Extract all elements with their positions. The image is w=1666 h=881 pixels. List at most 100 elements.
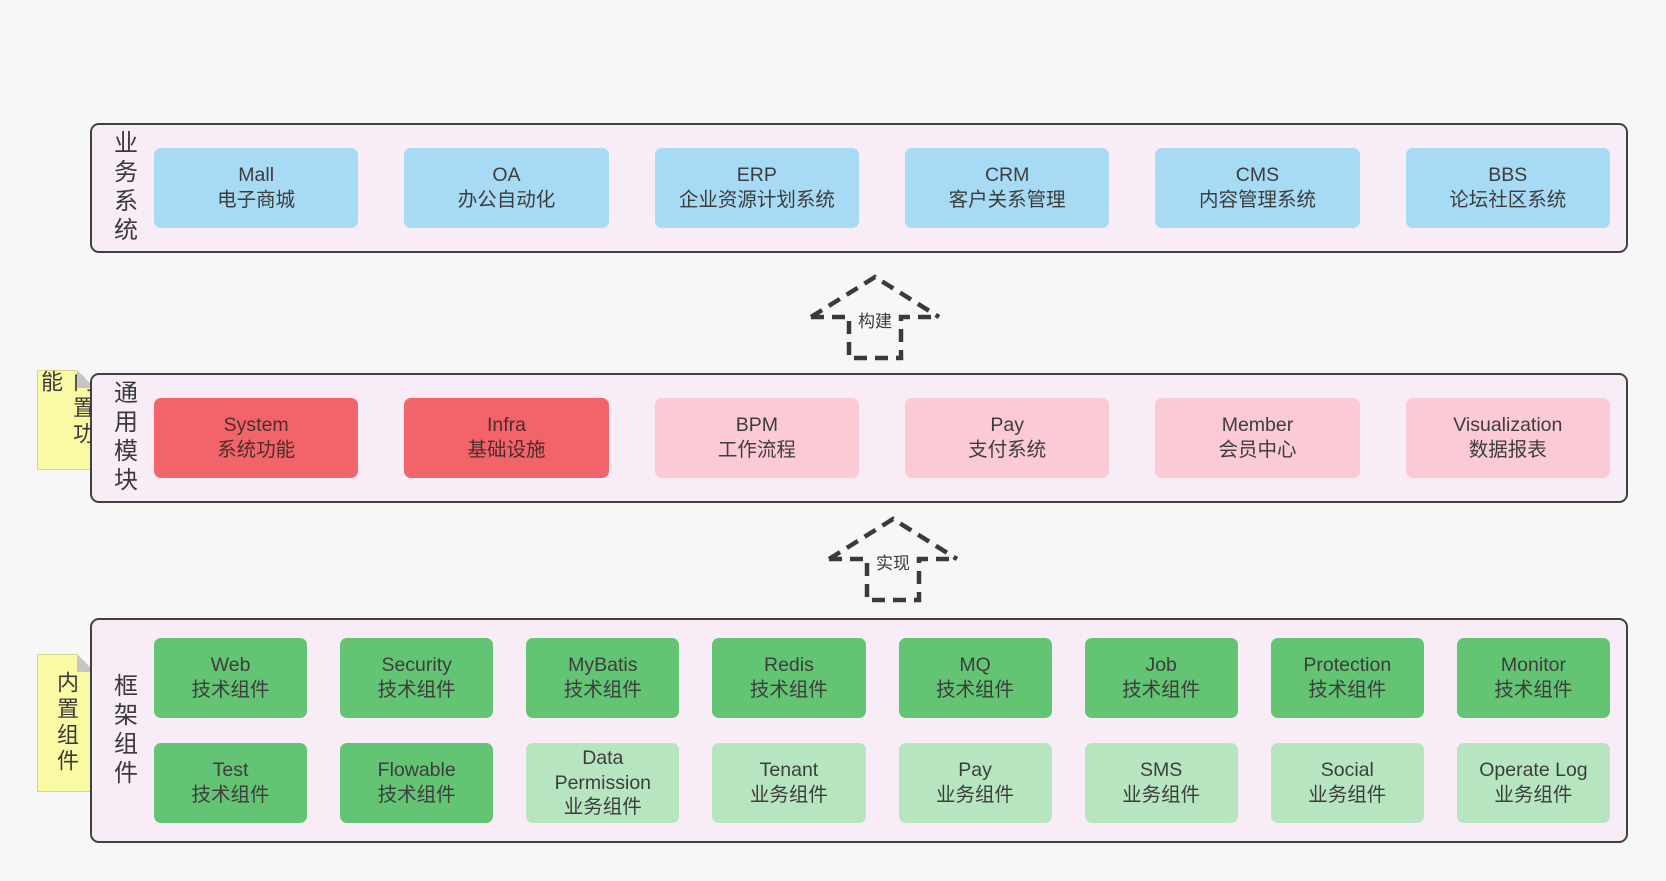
box-desc: 技术组件	[749, 679, 828, 701]
box-name: BPM	[735, 414, 778, 437]
build-arrow-label: 构建	[854, 307, 896, 332]
box-desc: 工作流程	[717, 439, 796, 461]
box-desc: 技术组件	[563, 679, 642, 701]
side-label-business-systems: 业务系统	[109, 130, 137, 246]
sticky-note-built-in-components: 内置组件	[37, 654, 95, 792]
box-name: MQ	[959, 654, 991, 677]
box-desc: 技术组件	[936, 679, 1015, 701]
box-desc: 技术组件	[1308, 679, 1387, 701]
box-name: Redis	[764, 654, 814, 677]
box-name: Infra	[486, 414, 526, 437]
box-name: Protection	[1303, 654, 1392, 677]
box-name: System	[223, 414, 289, 437]
box-name: Monitor	[1500, 654, 1566, 677]
box-name: Social	[1320, 759, 1374, 782]
side-label-framework-components: 框架组件	[109, 672, 137, 789]
box-name: Tenant	[759, 759, 819, 782]
box-desc: 技术组件	[377, 784, 456, 806]
box-desc: 系统功能	[217, 439, 296, 461]
box-name: CMS	[1235, 164, 1280, 187]
box-name: MyBatis	[568, 654, 638, 677]
box-desc: 基础设施	[467, 439, 546, 461]
box-desc: 电子商城	[217, 189, 296, 211]
box-name: Data Permission	[554, 746, 652, 794]
box-name: ERP	[736, 164, 777, 187]
box-desc: 业务组件	[1122, 784, 1201, 806]
box-desc: 支付系统	[968, 439, 1047, 461]
box-name: BBS	[1488, 164, 1528, 187]
box-name: Pay	[990, 414, 1024, 437]
build-arrow: 构建	[805, 271, 945, 363]
up-arrow-icon	[827, 516, 959, 603]
implement-arrow: 实现	[823, 513, 963, 605]
box-desc: 内容管理系统	[1198, 189, 1316, 211]
box-name: Job	[1145, 654, 1177, 677]
box-desc: 业务组件	[1308, 784, 1387, 806]
box-name: Test	[212, 759, 249, 782]
box-desc: 技术组件	[1494, 679, 1573, 701]
box-name: Flowable	[377, 759, 456, 782]
box-name: SMS	[1140, 759, 1183, 782]
box-desc: 业务组件	[1494, 784, 1573, 806]
box-desc: 业务组件	[749, 784, 828, 806]
box-name: Member	[1221, 414, 1294, 437]
box-desc: 会员中心	[1218, 439, 1297, 461]
box-name: Web	[210, 654, 251, 677]
box-desc: 数据报表	[1468, 439, 1547, 461]
sticky-note-built-in-features: 内置功能	[37, 370, 95, 470]
box-desc: 企业资源计划系统	[678, 189, 835, 211]
box-desc: 技术组件	[191, 784, 270, 806]
box-name: Mall	[238, 164, 275, 187]
box-desc: 办公自动化	[457, 189, 556, 211]
box-name: Operate Log	[1479, 759, 1588, 782]
box-desc: 业务组件	[936, 784, 1015, 806]
side-label-common-modules: 通用模块	[109, 380, 137, 496]
box-desc: 客户关系管理	[948, 189, 1066, 211]
sticky-note-text: 内置组件	[54, 671, 79, 775]
box-name: Pay	[958, 759, 992, 782]
box-desc: 技术组件	[191, 679, 270, 701]
box-name: OA	[492, 164, 521, 187]
implement-arrow-label: 实现	[872, 549, 914, 574]
box-desc: 业务组件	[563, 796, 642, 819]
box-desc: 论坛社区系统	[1449, 189, 1567, 211]
box-name: Visualization	[1453, 414, 1563, 437]
box-name: Security	[381, 654, 452, 677]
box-name: CRM	[984, 164, 1030, 187]
